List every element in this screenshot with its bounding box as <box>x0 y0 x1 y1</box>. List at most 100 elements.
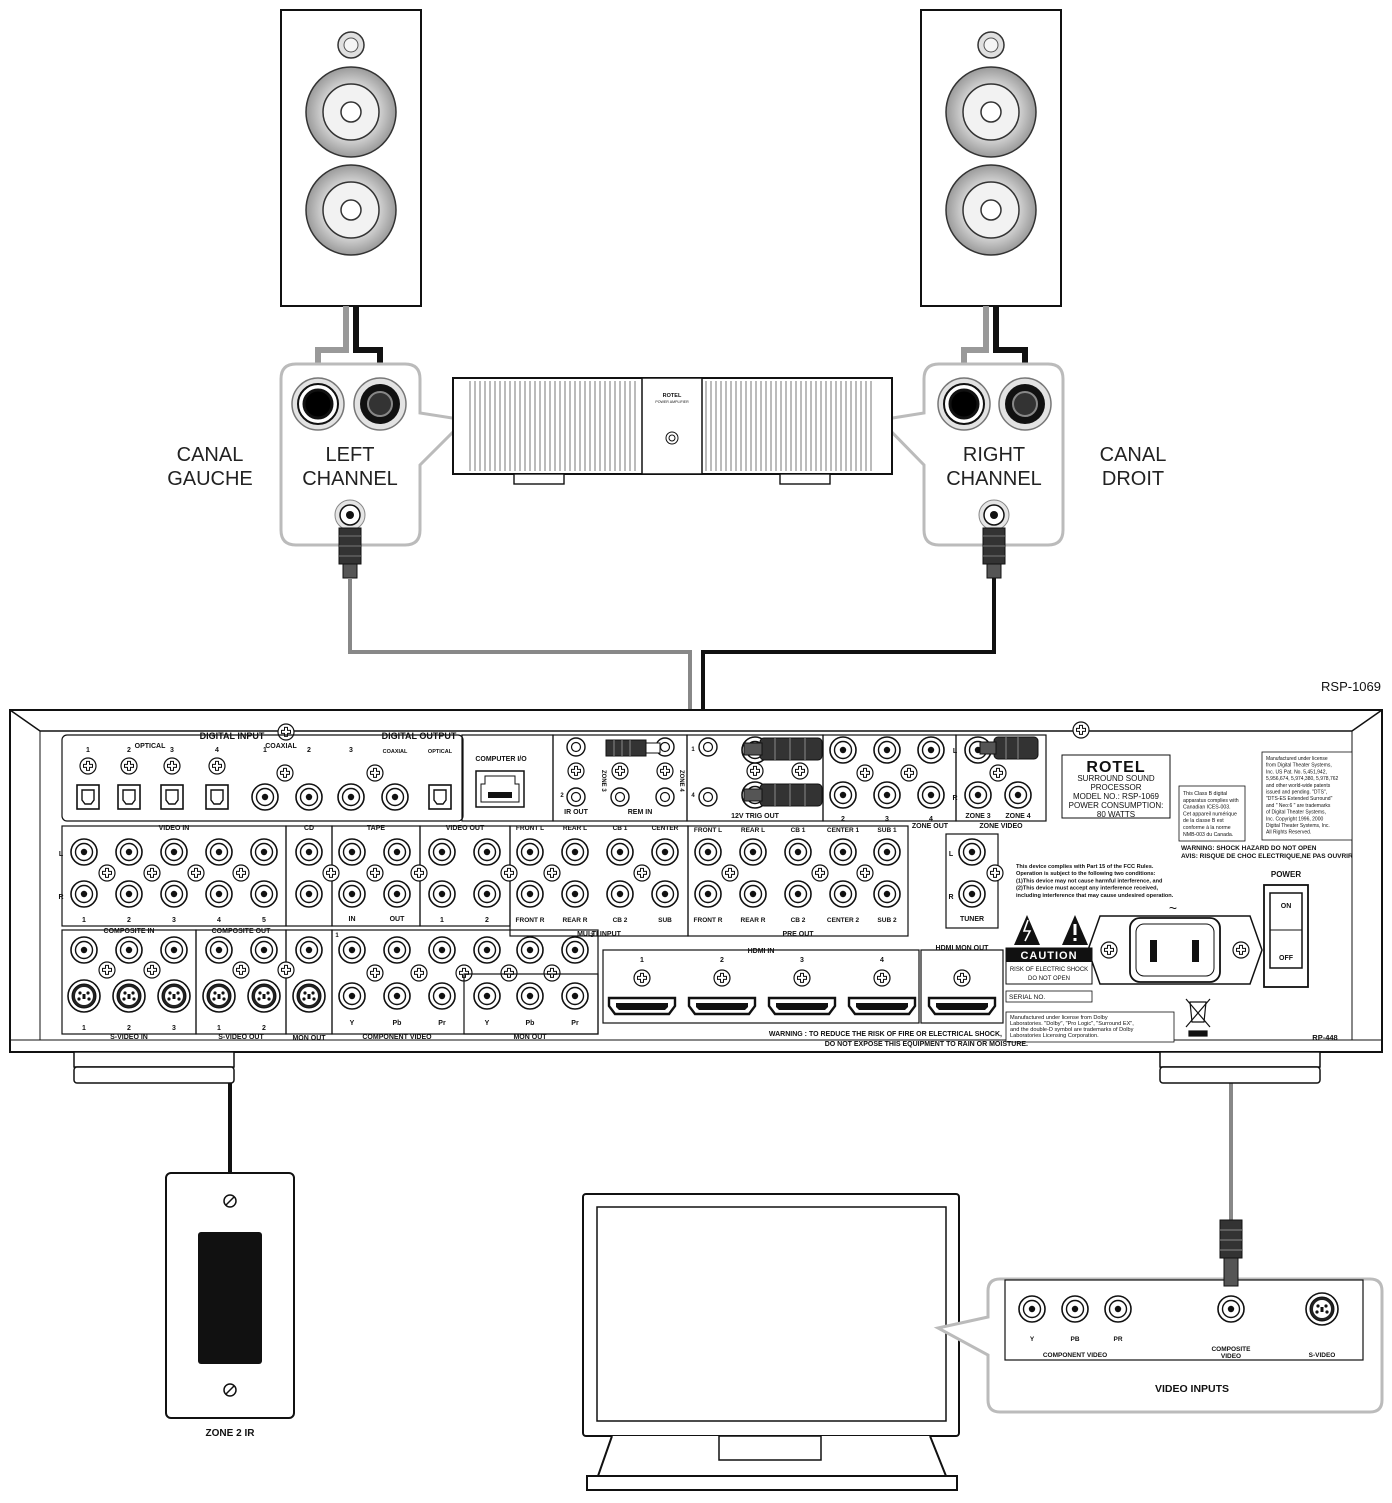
multi-input-jack[interactable] <box>561 838 589 866</box>
zone-out-jack[interactable] <box>829 736 857 764</box>
tv-composite-jack[interactable] <box>1217 1295 1245 1323</box>
video-in-jack[interactable] <box>250 880 278 908</box>
mini-jack[interactable] <box>566 737 586 757</box>
component-jack[interactable] <box>561 936 589 964</box>
svideo-jack[interactable] <box>67 979 101 1013</box>
video-in-jack[interactable] <box>250 838 278 866</box>
optical-input-jack[interactable] <box>76 784 100 810</box>
svideo-jack[interactable] <box>112 979 146 1013</box>
coaxial-output-jack[interactable] <box>381 783 409 811</box>
component-monitor-jack[interactable] <box>473 982 501 1010</box>
video-out-jack[interactable] <box>473 838 501 866</box>
pre-out-jack[interactable] <box>873 880 901 908</box>
pre-out-jack[interactable] <box>739 838 767 866</box>
component-jack[interactable] <box>383 936 411 964</box>
mini-jack[interactable] <box>698 787 718 807</box>
multi-input-jack[interactable] <box>606 838 634 866</box>
optical-input-jack[interactable] <box>160 784 184 810</box>
pre-out-jack[interactable] <box>784 880 812 908</box>
zone-out-jack[interactable] <box>917 781 945 809</box>
multi-input-jack[interactable] <box>516 880 544 908</box>
component-jack[interactable] <box>516 936 544 964</box>
component-jack[interactable] <box>428 982 456 1010</box>
composite-jack[interactable] <box>295 936 323 964</box>
tuner-jack[interactable] <box>958 880 986 908</box>
pre-out-jack[interactable] <box>829 880 857 908</box>
hdmi-monitor-port[interactable] <box>927 996 997 1016</box>
tape-jack[interactable] <box>383 838 411 866</box>
multi-input-jack[interactable] <box>516 838 544 866</box>
composite-jack[interactable] <box>205 936 233 964</box>
video-out-jack[interactable] <box>473 880 501 908</box>
component-monitor-jack[interactable] <box>561 982 589 1010</box>
tv-y-jack[interactable] <box>1018 1295 1046 1323</box>
pre-out-jack[interactable] <box>694 838 722 866</box>
component-jack[interactable] <box>473 936 501 964</box>
svideo-jack[interactable] <box>292 979 326 1013</box>
pre-out-jack[interactable] <box>873 838 901 866</box>
zone-video-jack[interactable] <box>1004 781 1032 809</box>
video-in-jack[interactable] <box>115 838 143 866</box>
multi-input-jack[interactable] <box>651 838 679 866</box>
hdmi-input-port[interactable] <box>687 996 757 1016</box>
tv-pb-jack[interactable] <box>1061 1295 1089 1323</box>
component-jack[interactable] <box>383 982 411 1010</box>
video-out-jack[interactable] <box>428 880 456 908</box>
mini-jack[interactable] <box>566 787 586 807</box>
pre-out-jack[interactable] <box>694 880 722 908</box>
hdmi-input-port[interactable] <box>607 996 677 1016</box>
left-amp-input-jack[interactable] <box>334 499 366 531</box>
coaxial-input-jack[interactable] <box>337 783 365 811</box>
composite-jack[interactable] <box>250 936 278 964</box>
component-jack[interactable] <box>428 936 456 964</box>
composite-jack[interactable] <box>160 936 188 964</box>
mini-jack[interactable] <box>655 787 675 807</box>
video-in-jack[interactable] <box>115 880 143 908</box>
video-in-jack[interactable] <box>160 880 188 908</box>
svideo-jack[interactable] <box>157 979 191 1013</box>
video-out-jack[interactable] <box>428 838 456 866</box>
zone-video-jack[interactable] <box>964 781 992 809</box>
coaxial-input-jack[interactable] <box>295 783 323 811</box>
mini-jack[interactable] <box>610 787 630 807</box>
hdmi-input-port[interactable] <box>767 996 837 1016</box>
composite-jack[interactable] <box>115 936 143 964</box>
optical-input-jack[interactable] <box>117 784 141 810</box>
hdmi-input-port[interactable] <box>847 996 917 1016</box>
ac-inlet[interactable] <box>1087 915 1263 985</box>
video-in-jack[interactable] <box>205 880 233 908</box>
zone-out-jack[interactable] <box>917 736 945 764</box>
pre-out-jack[interactable] <box>784 838 812 866</box>
multi-input-jack[interactable] <box>606 880 634 908</box>
zone-out-jack[interactable] <box>873 781 901 809</box>
power-switch[interactable] <box>1263 884 1309 988</box>
tape-jack[interactable] <box>383 880 411 908</box>
video-in-jack[interactable] <box>70 838 98 866</box>
left-negative-terminal[interactable] <box>290 376 346 432</box>
component-monitor-jack[interactable] <box>516 982 544 1010</box>
tv-svideo-jack[interactable] <box>1305 1292 1339 1326</box>
component-jack[interactable] <box>338 936 366 964</box>
ethernet-port[interactable] <box>475 770 525 808</box>
coaxial-input-jack[interactable] <box>251 783 279 811</box>
optical-input-jack[interactable] <box>205 784 229 810</box>
cd-jack[interactable] <box>295 880 323 908</box>
video-in-jack[interactable] <box>160 838 188 866</box>
pre-out-jack[interactable] <box>829 838 857 866</box>
multi-input-jack[interactable] <box>651 880 679 908</box>
tv-pr-jack[interactable] <box>1104 1295 1132 1323</box>
cd-jack[interactable] <box>295 838 323 866</box>
mini-jack[interactable] <box>698 737 718 757</box>
zone-out-jack[interactable] <box>829 781 857 809</box>
tuner-jack[interactable] <box>958 838 986 866</box>
right-amp-input-jack[interactable] <box>978 499 1010 531</box>
right-positive-terminal[interactable] <box>998 377 1052 431</box>
zone-out-jack[interactable] <box>873 736 901 764</box>
video-in-jack[interactable] <box>205 838 233 866</box>
left-positive-terminal[interactable] <box>353 377 407 431</box>
multi-input-jack[interactable] <box>561 880 589 908</box>
pre-out-jack[interactable] <box>739 880 767 908</box>
video-in-jack[interactable] <box>70 880 98 908</box>
tape-jack[interactable] <box>338 838 366 866</box>
right-negative-terminal[interactable] <box>936 376 992 432</box>
